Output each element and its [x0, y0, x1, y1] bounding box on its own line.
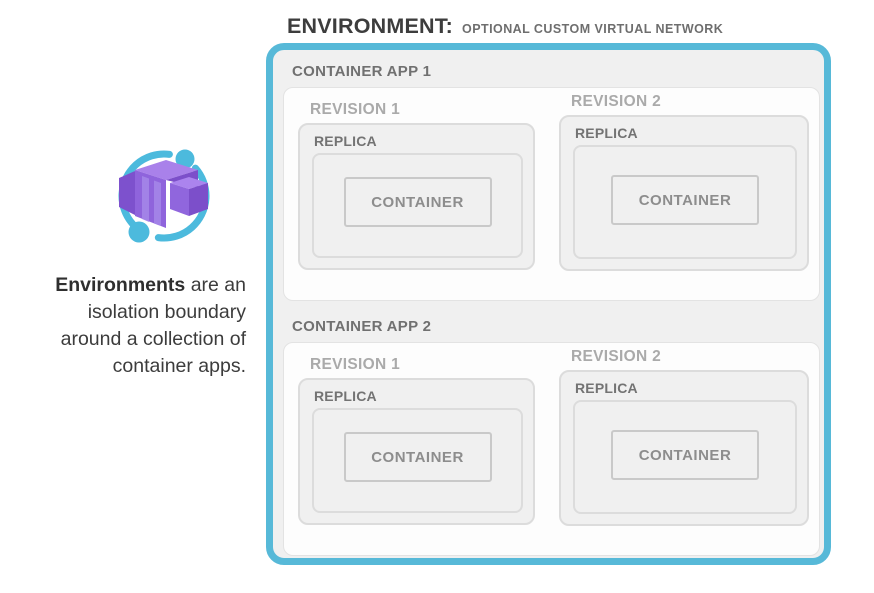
diagram-header: ENVIRONMENT: OPTIONAL CUSTOM VIRTUAL NET…: [287, 14, 723, 39]
container-box: CONTAINER: [611, 175, 759, 225]
pod-box: CONTAINER: [573, 145, 797, 259]
azure-container-apps-icon: [118, 149, 210, 243]
container-box: CONTAINER: [611, 430, 759, 480]
description-bold-word: Environments: [55, 274, 186, 296]
replica-box: REPLICA CONTAINER: [559, 115, 809, 271]
revision-label: REVISION 2: [571, 348, 661, 365]
replica-box: REPLICA CONTAINER: [298, 378, 535, 525]
replica-label: REPLICA: [575, 380, 638, 396]
description-line2: isolation boundary: [87, 301, 246, 323]
replica-box: REPLICA CONTAINER: [559, 370, 809, 526]
revision-2-column: REVISION 2 REPLICA CONTAINER: [559, 92, 809, 271]
revision-label: REVISION 1: [310, 101, 400, 118]
description-line1: are an: [185, 274, 246, 296]
description-line4: container apps.: [112, 355, 246, 377]
environment-description: Environments are an isolation boundary a…: [8, 272, 246, 380]
revision-2-column: REVISION 2 REPLICA CONTAINER: [559, 347, 809, 526]
container-box: CONTAINER: [343, 177, 492, 227]
environment-title: ENVIRONMENT:: [287, 14, 454, 38]
pod-box: CONTAINER: [312, 153, 523, 258]
container-app-1-label: CONTAINER APP 1: [292, 63, 432, 80]
replica-label: REPLICA: [575, 125, 638, 141]
revision-label: REVISION 1: [310, 356, 400, 373]
virtual-network-subtitle: OPTIONAL CUSTOM VIRTUAL NETWORK: [462, 22, 724, 36]
container-box: CONTAINER: [343, 432, 492, 482]
revision-label: REVISION 2: [571, 93, 661, 110]
container-app-2: REVISION 1 REPLICA CONTAINER REVISION 2 …: [283, 342, 820, 556]
description-line3: around a collection of: [60, 328, 246, 350]
environment-boundary: CONTAINER APP 1 REVISION 1 REPLICA CONTA…: [266, 43, 831, 565]
replica-label: REPLICA: [314, 388, 377, 404]
container-app-2-label: CONTAINER APP 2: [292, 318, 432, 335]
replica-box: REPLICA CONTAINER: [298, 123, 535, 270]
pod-box: CONTAINER: [573, 400, 797, 514]
container-app-1: REVISION 1 REPLICA CONTAINER REVISION 2 …: [283, 87, 820, 301]
pod-box: CONTAINER: [312, 408, 523, 513]
replica-label: REPLICA: [314, 133, 377, 149]
revision-1-column: REVISION 1 REPLICA CONTAINER: [298, 100, 535, 270]
revision-1-column: REVISION 1 REPLICA CONTAINER: [298, 355, 535, 525]
